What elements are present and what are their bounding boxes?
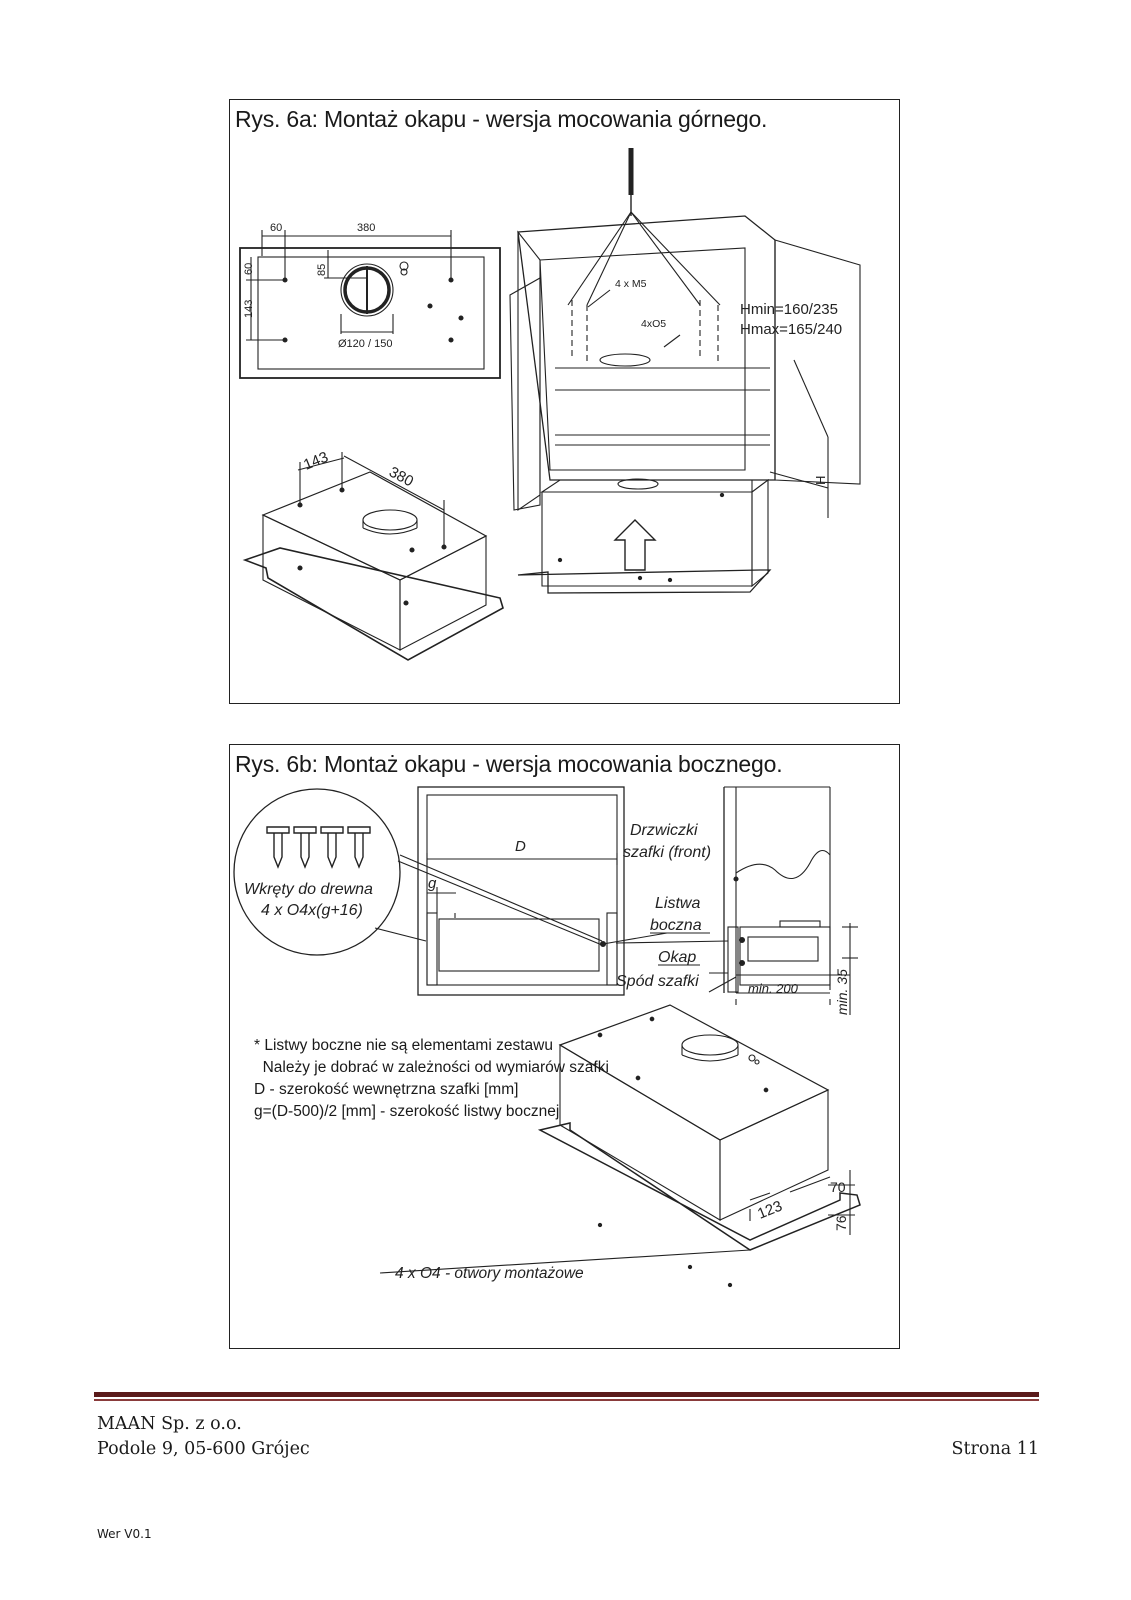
label-d: D xyxy=(515,838,526,855)
version-label: Wer V0.1 xyxy=(97,1527,152,1541)
dim-60-side: 60 xyxy=(243,263,255,275)
footer-rule xyxy=(94,1392,1039,1401)
cabinet-a xyxy=(509,148,861,518)
label-min-200: min. 200 xyxy=(748,981,799,996)
screws-text-1: Wkręty do drewna xyxy=(244,881,373,898)
label-h: H xyxy=(813,476,828,485)
bottom-label: Spód szafki xyxy=(616,973,699,990)
cabinet-section xyxy=(417,786,668,996)
figure-6b-title: Rys. 6b: Montaż okapu - wersja mocowania… xyxy=(235,751,783,777)
door-label-1: Drzwiczki xyxy=(630,822,698,839)
screws-text-2: 4 x O4x(g+16) xyxy=(261,902,363,919)
dim-85: 85 xyxy=(316,264,328,276)
footer-company: MAAN Sp. z o.o. xyxy=(97,1414,242,1434)
figure-6a: Rys. 6a: Montaż okapu - wersja mocowania… xyxy=(229,99,900,704)
dim-70: 70 xyxy=(830,1179,846,1195)
dim-143-side: 143 xyxy=(243,300,255,318)
mounting-holes-label: 4 x O4 - otwory montażowe xyxy=(395,1265,584,1282)
dim-76: 76 xyxy=(833,1215,849,1231)
strip-label-1: Listwa xyxy=(655,895,700,912)
figure-6b-drawing: Wkręty do drewna 4 x O4x(g+16) D g xyxy=(233,786,861,1288)
dim-diameter: Ø120 / 150 xyxy=(338,338,392,350)
iso-dim-143: 143 xyxy=(301,449,331,474)
footer-address: Podole 9, 05-600 Grójec xyxy=(97,1439,310,1459)
label-g: g xyxy=(428,875,437,892)
figure-6a-drawing: 60 380 60 85 143 Ø120 / 150 xyxy=(239,148,861,661)
side-section xyxy=(615,786,858,1015)
figure-6b: Rys. 6b: Montaż okapu - wersja mocowania… xyxy=(229,744,900,1349)
isometric-hood-b xyxy=(379,1004,861,1288)
isometric-hood-a2 xyxy=(517,478,772,594)
note-line: g=(D-500)/2 [mm] - szerokość listwy bocz… xyxy=(254,1103,560,1120)
label-4xo5: 4xO5 xyxy=(641,318,666,330)
footer-page-number: Strona 11 xyxy=(951,1439,1039,1459)
door-label-2: szafki (front) xyxy=(623,844,711,861)
label-min-35: min. 35 xyxy=(834,969,850,1015)
hood-label: Okap xyxy=(658,949,696,966)
dim-60-top: 60 xyxy=(270,222,282,234)
notes-block: * Listwy boczne nie są elementami zestaw… xyxy=(254,1035,609,1123)
top-view-plate xyxy=(239,230,501,379)
dim-380-top: 380 xyxy=(357,222,375,234)
figure-6a-title: Rys. 6a: Montaż okapu - wersja mocowania… xyxy=(235,106,768,132)
isometric-hood-a xyxy=(242,452,504,661)
strip-label-2: boczna xyxy=(650,917,702,934)
note-line: * Listwy boczne nie są elementami zestaw… xyxy=(254,1037,553,1054)
label-hmin: Hmin=160/235 xyxy=(740,301,838,318)
note-line: Należy je dobrać w zależności od wymiaró… xyxy=(254,1059,609,1076)
label-4xm5: 4 x M5 xyxy=(615,278,647,290)
note-line: D - szerokość wewnętrzna szafki [mm] xyxy=(254,1081,519,1098)
iso-dim-380: 380 xyxy=(386,464,416,491)
label-hmax: Hmax=165/240 xyxy=(740,321,842,338)
